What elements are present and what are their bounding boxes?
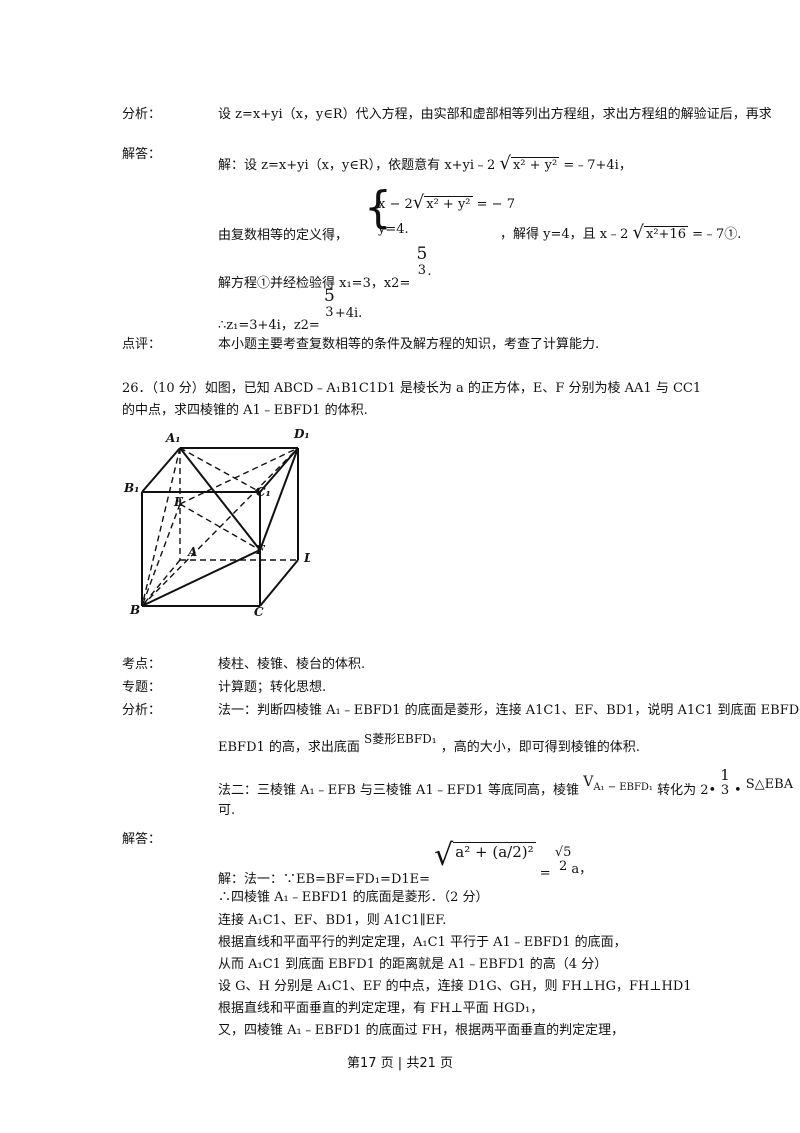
label-E: E xyxy=(173,495,184,509)
solution2-line-5: 从而 A₁C1 到底面 EBFD1 的距离就是 A1﹣EBFD1 的高（4 分） xyxy=(218,957,608,972)
system-brace: { xyxy=(364,182,392,233)
label-A1: A₁ xyxy=(165,431,181,445)
label-C: C xyxy=(254,605,264,616)
solution2-line-6: 设 G、H 分别是 A₁C1、EF 的中点，连接 D1G、GH，则 FH⊥HG，… xyxy=(218,979,692,994)
analysis-text: 设 z=x+yi（x，y∈R）代入方程，由实部和虚部相等列出方程组，求出方程组的… xyxy=(218,107,772,122)
analysis-label: 分析： xyxy=(122,107,162,122)
solution-line-1-text: 解：设 z=x+yi（x，y∈R），依题意有 x+yi﹣2 xyxy=(218,158,496,173)
problem-26-line-1: 26．（10 分）如图，已知 ABCD﹣A₁B1C1D1 是棱长为 a 的正方体… xyxy=(122,381,702,396)
label-C1: C₁ xyxy=(256,485,271,499)
solution-line-2-tail: ，解得 y=4，且 x﹣2 √x²+16 =﹣7①. xyxy=(500,222,742,243)
solution-line-1: 解：设 z=x+yi（x，y∈R），依题意有 x+yi﹣2 √x² + y² =… xyxy=(218,153,632,174)
label-D: D xyxy=(303,551,310,565)
analysis2-line-3: 法二：三棱锥 A₁﹣EFB 与三棱锥 A1﹣EFD1 等底同高，棱锥 VA₁ −… xyxy=(218,766,794,799)
label-B: B xyxy=(129,603,140,616)
solution2-line-7: 根据直线和平面垂直的判定定理，有 FH⊥平面 HGD₁， xyxy=(218,1001,544,1016)
system-equation-2: y=4. xyxy=(378,222,409,237)
analysis2-line-4: 可. xyxy=(218,803,236,818)
solution-line-3: 解方程①并经检验得 x₁=3，x2= 5 3 . xyxy=(218,244,432,292)
label-D1: D₁ xyxy=(293,427,310,441)
solution-line-2: 由复数相等的定义得， xyxy=(218,228,349,243)
analysis2-line-2: EBFD1 的高，求出底面 S菱形EBFD₁ ，高的大小，即可得到棱锥的体积. xyxy=(218,732,640,755)
kaodian-text: 棱柱、棱锥、棱台的体积. xyxy=(218,657,366,672)
label-F: F xyxy=(255,543,266,557)
analysis2-line-1: 法一：判断四棱锥 A₁﹣EBFD1 的底面是菱形，连接 A1C1、EF、BD1，… xyxy=(218,703,800,718)
solution2-label: 解答： xyxy=(122,832,162,847)
solution2-line-1: 解：法一：∵EB=BF=FD₁=D1E= √a² + (a/2)² = √5 2… xyxy=(218,838,593,887)
cube-figure: A₁ D₁ B₁ C₁ E F A B C D xyxy=(123,427,310,616)
solution2-line-3: 连接 A₁C1、EF、BD1，则 A1C1∥EF. xyxy=(218,913,447,928)
sqrt-expression: √x² + y² xyxy=(499,153,560,174)
comment-label: 点评： xyxy=(122,337,162,352)
solution2-line-4: 根据直线和平面平行的判定定理，A₁C1 平行于 A1﹣EBFD1 的底面， xyxy=(218,935,627,950)
solution2-line-8: 又，四棱锥 A₁﹣EBFD1 的底面过 FH，根据两平面垂直的判定定理， xyxy=(218,1023,625,1038)
solution-line-4: ∴z₁=3+4i，z2= 5 3 +4i. xyxy=(218,286,363,334)
analysis2-label: 分析： xyxy=(122,703,162,718)
solution-label: 解答： xyxy=(122,147,162,162)
problem-26-line-2: 的中点，求四棱锥的 A1﹣EBFD1 的体积. xyxy=(122,403,368,418)
zhuanti-label: 专题： xyxy=(122,680,162,695)
label-A: A xyxy=(187,545,197,559)
page-footer: 第17 页 | 共21 页 xyxy=(347,1056,453,1071)
kaodian-label: 考点： xyxy=(122,657,162,672)
solution2-line-2: ∴四棱锥 A₁﹣EBFD1 的底面是菱形．（2 分） xyxy=(218,890,489,905)
label-B1: B₁ xyxy=(123,481,139,495)
system-equation-1: x − 2√x² + y² = − 7 xyxy=(378,192,515,213)
solution-line-1-tail: =﹣7+4i， xyxy=(563,158,632,173)
comment-text: 本小题主要考查复数相等的条件及解方程的知识，考查了计算能力. xyxy=(218,337,600,352)
zhuanti-text: 计算题；转化思想. xyxy=(218,680,327,695)
